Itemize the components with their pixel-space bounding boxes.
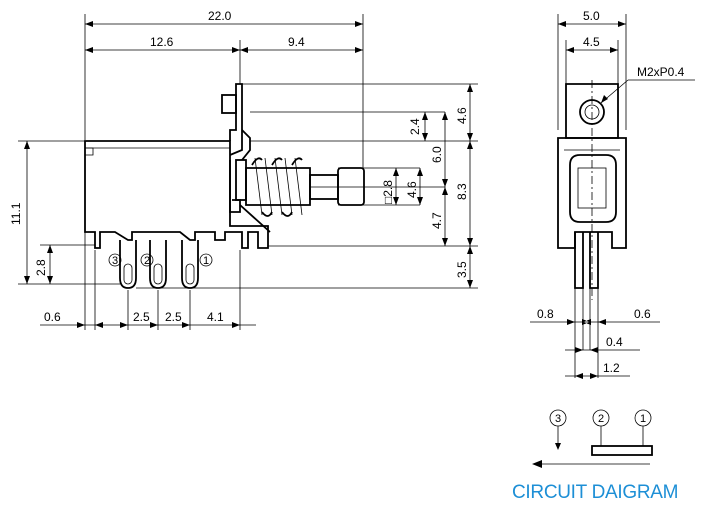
dim-0-8: 0.8	[537, 307, 554, 321]
dim-4-7: 4.7	[430, 212, 444, 229]
dim-12-6: 12.6	[150, 35, 174, 49]
side-dimensions: 5.0 4.5 M2xP0.4 0.8 0.6 0.4 1.2	[530, 9, 695, 379]
dim-4-6-mid: 4.6	[405, 181, 419, 198]
dim-0-6: 0.6	[44, 310, 61, 324]
direction-arrow	[532, 460, 542, 468]
dim-4-5: 4.5	[583, 35, 600, 49]
thread-callout: M2xP0.4	[637, 65, 685, 79]
dim-22-0: 22.0	[208, 9, 232, 23]
dim-2-5-a: 2.5	[133, 310, 150, 324]
pin-2-marker	[140, 253, 154, 267]
dim-4-6-top: 4.6	[455, 107, 469, 124]
front-view: 3 2 1	[84, 83, 365, 289]
dim-11-1: 11.1	[9, 202, 23, 225]
circuit-pin-1-label: 1	[640, 413, 646, 425]
dim-2-8: 2.8	[34, 259, 48, 276]
dim-4-1: 4.1	[207, 310, 224, 324]
circuit-pin-2-label: 2	[598, 413, 604, 425]
circuit-pin-3-label: 3	[555, 413, 561, 425]
dim-9-4: 9.4	[288, 35, 305, 49]
dim-1-2: 1.2	[603, 361, 620, 375]
front-dimensions: 22.0 12.6 9.4 11.1 2.8 0.6 2.5 2.5 4.1	[9, 9, 478, 330]
pin-label-2: 2	[144, 255, 150, 267]
dim-0-4: 0.4	[606, 335, 623, 349]
dim-0-6-right: 0.6	[634, 307, 651, 321]
dim-8-3: 8.3	[455, 183, 469, 200]
pin-1-marker	[199, 253, 213, 267]
switch-contact-bar	[591, 445, 653, 456]
side-view	[557, 80, 627, 300]
circuit-diagram-caption: CIRCUIT DAIGRAM	[512, 482, 679, 503]
dim-5-0: 5.0	[583, 9, 600, 23]
dim-2-5-b: 2.5	[165, 310, 182, 324]
dim-6-0: 6.0	[430, 146, 444, 163]
pin-label-1: 1	[203, 255, 209, 267]
dim-2-8-square: □2.8	[381, 180, 395, 204]
dim-3-5: 3.5	[455, 261, 469, 278]
pin-label-3: 3	[112, 255, 118, 267]
dim-2-4: 2.4	[408, 118, 422, 135]
pin-3-marker	[108, 253, 122, 267]
circuit-diagram: 3 2 1	[532, 409, 653, 468]
